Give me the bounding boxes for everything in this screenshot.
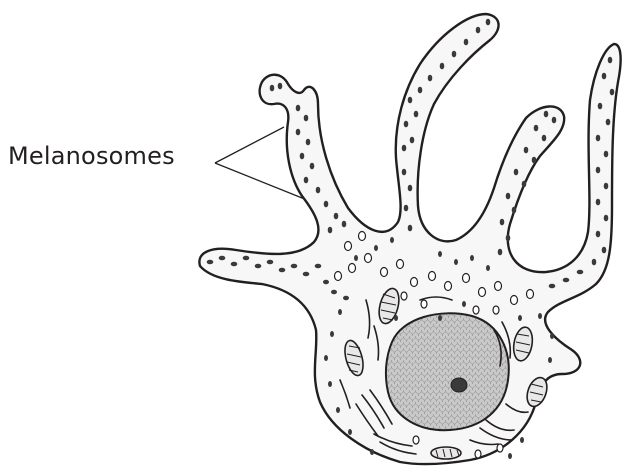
leader-line-upper: [215, 127, 284, 163]
nucleus: [386, 313, 509, 430]
mitochondrion: [431, 447, 461, 459]
nucleolus: [451, 378, 467, 392]
